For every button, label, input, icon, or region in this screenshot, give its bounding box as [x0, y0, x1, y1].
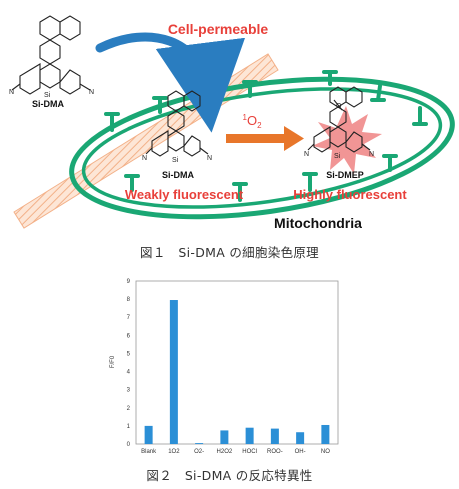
y-tick-label: 6 — [127, 333, 131, 339]
y-tick-label: 1 — [127, 424, 131, 430]
oxygen-base: O — [247, 113, 257, 128]
x-tick-label: HOCl — [242, 449, 257, 455]
label-si-dmep: Si-DMEP — [326, 170, 364, 180]
bar-7 — [321, 424, 330, 444]
label-mitochondria: Mitochondria — [274, 215, 362, 231]
oxygen-sub: 2 — [257, 121, 262, 130]
atom-si-1: Si — [44, 92, 51, 99]
bar-1 — [169, 300, 178, 444]
label-cell-permeable: Cell-permeable — [168, 21, 269, 37]
x-tick-label: OH- — [295, 449, 306, 455]
x-tick-labels: Blank 1O2 O2- H2O2 HOCl ROO- OH- NO — [141, 449, 330, 455]
atom-n-left-3: N — [304, 151, 309, 158]
oxygen-sup: 1 — [242, 113, 247, 122]
x-tick-label: H2O2 — [217, 449, 233, 455]
y-axis-label: F/F0 — [110, 355, 116, 368]
reaction-arrow — [226, 126, 304, 151]
label-weakly-fluorescent: Weakly fluorescent — [125, 187, 244, 202]
bar-2 — [195, 443, 204, 444]
caption-figure-2: 図２ Si-DMA の反応特異性 — [146, 468, 313, 483]
figure-1: N N Si Si-DMA Cell-permeable N N Si Si-D… — [9, 15, 455, 231]
molecule-si-dma-outside — [11, 15, 91, 95]
atom-n-right-1: N — [89, 89, 94, 96]
bar-3 — [220, 430, 229, 444]
atom-si-2: Si — [172, 157, 179, 164]
atom-n-left-1: N — [9, 89, 14, 96]
y-tick-label: 9 — [127, 279, 131, 285]
entry-arrow — [95, 32, 246, 133]
y-tick-labels: 0 1 2 3 4 5 6 7 8 9 — [127, 279, 131, 448]
bars — [144, 300, 330, 444]
atom-n-right-2: N — [207, 155, 212, 162]
bar-0 — [144, 425, 153, 444]
x-tick-label: ROO- — [267, 449, 283, 455]
y-tick-label: 4 — [127, 370, 131, 376]
y-tick-label: 0 — [127, 442, 131, 448]
y-tick-label: 7 — [127, 315, 131, 321]
bar-6 — [296, 432, 305, 444]
y-tick-label: 3 — [127, 388, 131, 394]
mitochondrion — [69, 70, 455, 220]
bar-5 — [270, 428, 279, 444]
caption-figure-1: 図１ Si-DMA の細胞染色原理 — [140, 245, 319, 260]
figure-2-chart: F/F0 0 1 2 3 4 5 6 7 8 9 Blank 1O2 O2- H2O2 HOCl ROO- O… — [110, 279, 339, 455]
x-tick-label: NO — [321, 449, 330, 455]
x-tick-label: O2- — [194, 449, 204, 455]
label-si-dma-inside: Si-DMA — [162, 170, 194, 180]
label-singlet-oxygen: 1O2 — [242, 113, 262, 130]
atom-n-right-3: N — [369, 151, 374, 158]
plot-area — [135, 280, 339, 445]
atom-n-left-2: N — [142, 155, 147, 162]
molecule-si-dmep — [307, 86, 371, 153]
bar-4 — [245, 427, 254, 444]
label-si-dma-outside: Si-DMA — [32, 99, 64, 109]
atom-o-product: O — [336, 103, 342, 110]
atom-si-3: Si — [334, 153, 341, 160]
x-tick-label: Blank — [141, 449, 157, 455]
molecule-si-dma-inside — [145, 90, 209, 157]
label-highly-fluorescent: Highly fluorescent — [293, 187, 407, 202]
y-tick-label: 5 — [127, 351, 131, 357]
x-tick-label: 1O2 — [168, 449, 180, 455]
y-tick-label: 2 — [127, 406, 131, 412]
y-tick-label: 8 — [127, 297, 131, 303]
